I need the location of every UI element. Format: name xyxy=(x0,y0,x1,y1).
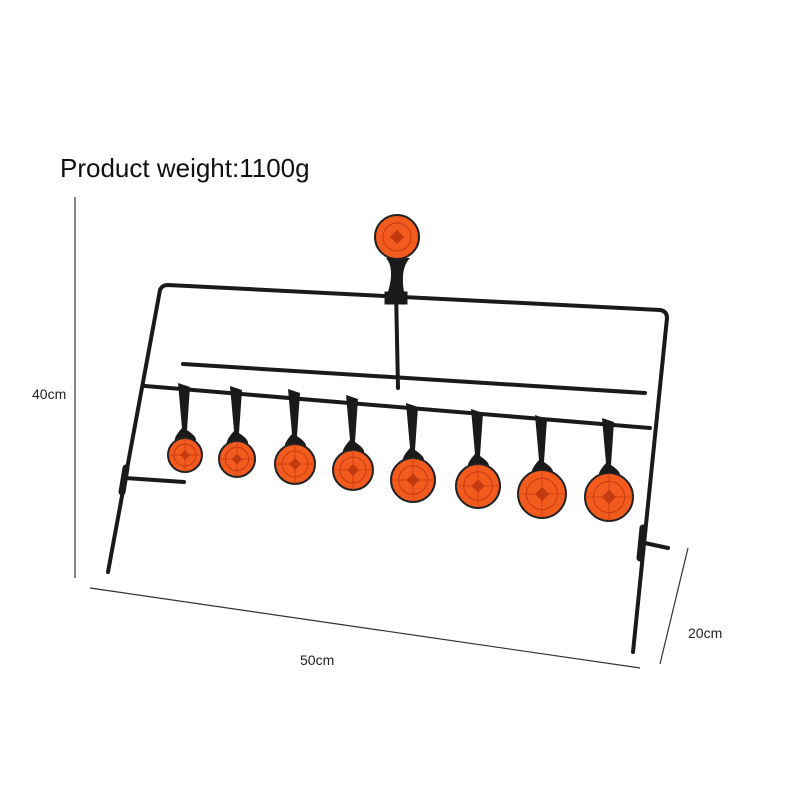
center-clamp xyxy=(384,291,408,305)
dimension-lines xyxy=(74,197,689,669)
target-paddle xyxy=(467,409,489,468)
row-target xyxy=(167,383,203,473)
target-paddle xyxy=(342,395,364,454)
height-label: 40cm xyxy=(32,386,67,402)
top-target-ring xyxy=(382,222,412,252)
row-target xyxy=(390,403,436,503)
width-label: 50cm xyxy=(300,652,335,668)
outer-frame xyxy=(106,282,670,654)
target-paddle xyxy=(598,418,620,477)
target-center xyxy=(347,464,359,476)
row-targets xyxy=(167,383,634,522)
target-center xyxy=(601,489,617,505)
row-target xyxy=(332,395,374,491)
pivot-bar xyxy=(143,384,652,430)
target-center xyxy=(534,486,550,502)
depth-dimension-line xyxy=(659,547,689,665)
upper-crossbar xyxy=(181,362,647,395)
target-center xyxy=(179,449,191,461)
top-target-center xyxy=(389,229,405,245)
width-dimension-line xyxy=(89,587,641,669)
right-foot-sleeve xyxy=(636,524,647,562)
row-target xyxy=(517,415,567,519)
target-center xyxy=(231,453,243,465)
left-foot xyxy=(124,476,186,484)
target-paddle xyxy=(174,383,196,442)
center-post xyxy=(394,288,400,390)
row-target xyxy=(218,386,256,478)
product-weight-label: Product weight:1100g xyxy=(60,153,310,183)
row-target xyxy=(584,418,634,522)
depth-label: 20cm xyxy=(688,625,723,641)
stand-frame xyxy=(106,282,670,654)
row-target xyxy=(455,409,501,509)
target-paddle xyxy=(531,415,553,474)
target-paddle xyxy=(284,389,306,448)
target-paddle xyxy=(402,403,424,462)
top-target xyxy=(374,214,420,292)
target-paddle xyxy=(226,386,248,445)
target-center xyxy=(289,458,301,470)
row-target xyxy=(274,389,316,485)
left-foot-sleeve xyxy=(118,464,130,496)
top-target-paddle xyxy=(386,258,410,292)
